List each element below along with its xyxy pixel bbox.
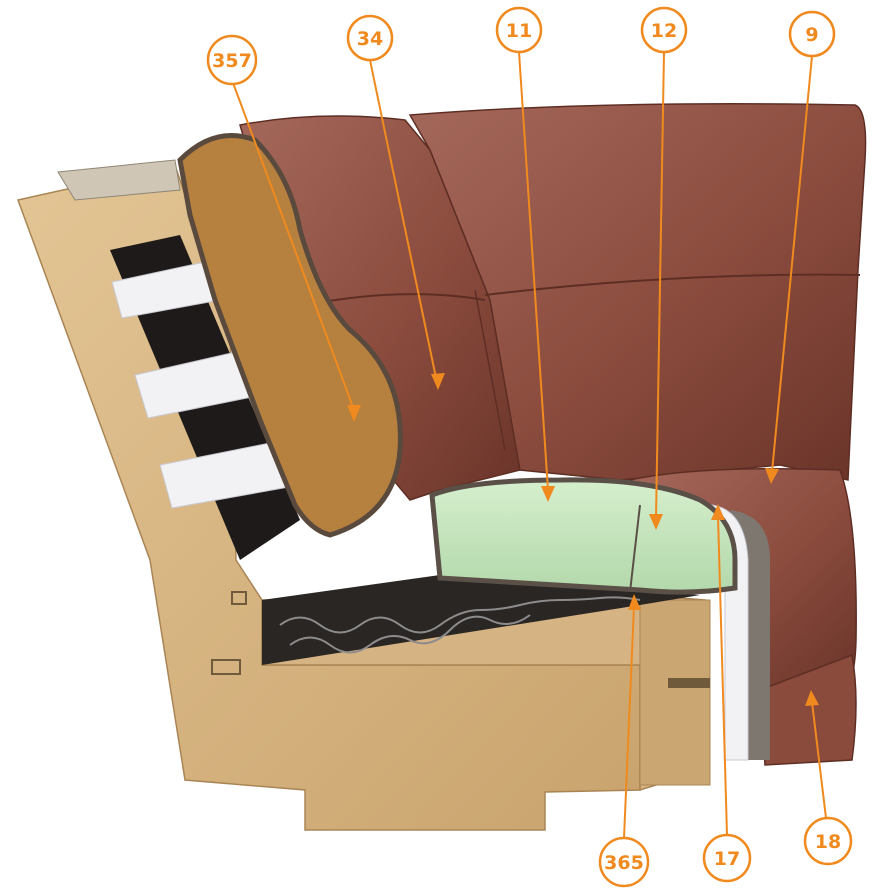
svg-text:18: 18	[815, 831, 841, 853]
svg-text:12: 12	[651, 20, 677, 42]
svg-text:11: 11	[506, 20, 532, 42]
svg-text:9: 9	[805, 24, 818, 46]
svg-text:17: 17	[714, 848, 740, 870]
svg-text:365: 365	[604, 852, 644, 874]
svg-text:357: 357	[212, 50, 252, 72]
svg-text:34: 34	[357, 28, 383, 50]
